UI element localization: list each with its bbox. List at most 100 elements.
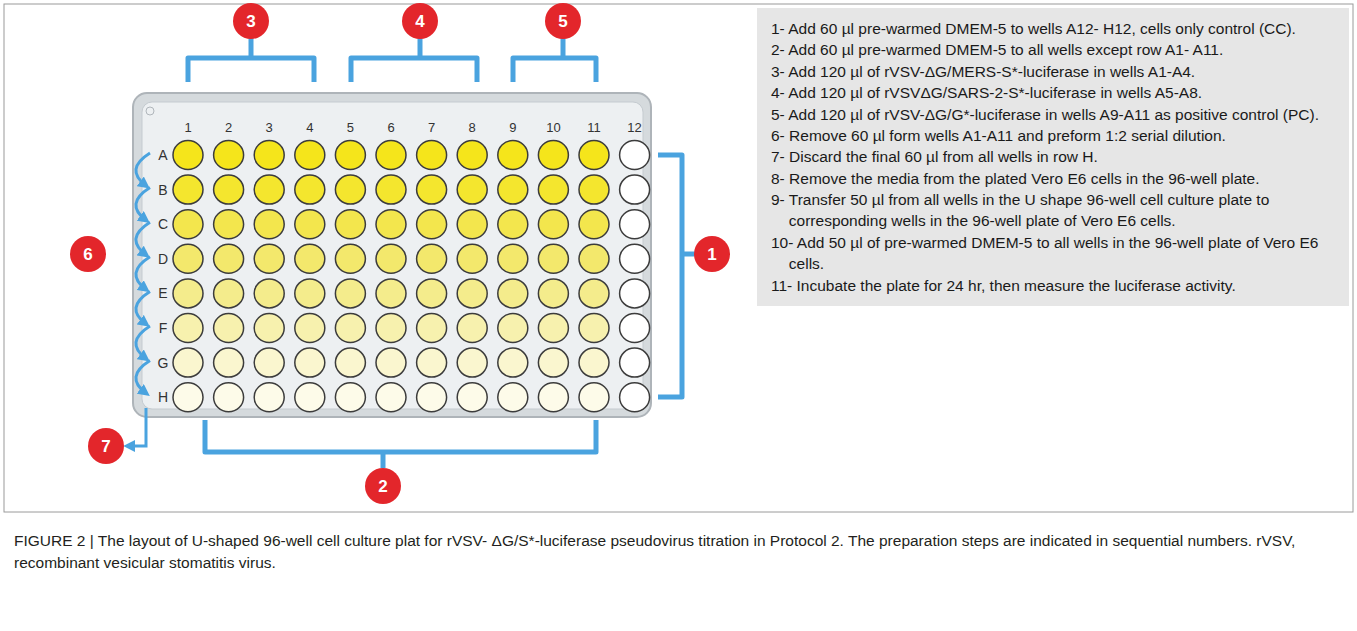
row-letter: F <box>159 320 168 336</box>
well <box>498 383 528 412</box>
callout-text: 5 <box>558 13 567 30</box>
well <box>579 383 609 412</box>
well <box>620 210 650 239</box>
well <box>335 244 365 273</box>
well <box>538 210 568 239</box>
well <box>254 210 284 239</box>
well <box>457 210 487 239</box>
column-number: 5 <box>347 120 354 135</box>
well <box>295 244 325 273</box>
well <box>457 244 487 273</box>
step-text: 3- Add 120 µl of rVSV-ΔG/MERS-S*-lucifer… <box>771 61 1335 82</box>
step-text: 2- Add 60 µl pre-warmed DMEM-5 to all we… <box>771 39 1335 60</box>
well <box>254 141 284 170</box>
well <box>376 141 406 170</box>
well <box>173 141 203 170</box>
well <box>457 314 487 343</box>
callout-text: 1 <box>707 246 716 263</box>
well <box>417 279 447 308</box>
well <box>254 348 284 377</box>
well <box>376 210 406 239</box>
well <box>417 244 447 273</box>
dilution-arrow <box>136 153 150 186</box>
well <box>376 175 406 204</box>
column-number: 8 <box>469 120 476 135</box>
well <box>295 141 325 170</box>
plate-notch <box>146 107 154 115</box>
instruction-box: 1- Add 60 µl pre-warmed DMEM-5 to wells … <box>757 8 1349 306</box>
well <box>620 141 650 170</box>
well <box>173 210 203 239</box>
figure-caption: FIGURE 2 | The layout of U-shaped 96-wel… <box>14 530 1342 575</box>
dilution-arrow <box>136 361 150 394</box>
well <box>295 210 325 239</box>
well <box>214 210 244 239</box>
well <box>335 383 365 412</box>
callout-number: 3 <box>233 3 269 39</box>
well <box>538 383 568 412</box>
well <box>376 314 406 343</box>
column-number: 7 <box>428 120 435 135</box>
dilution-arrow <box>136 257 150 290</box>
dilution-arrow <box>136 291 150 324</box>
well <box>214 175 244 204</box>
well <box>498 244 528 273</box>
callout-number: 7 <box>88 428 124 464</box>
row-letter: E <box>158 285 167 301</box>
well <box>173 175 203 204</box>
callout-text: 2 <box>378 478 387 495</box>
row-letter: A <box>158 147 167 163</box>
bracket-4 <box>351 38 477 82</box>
well <box>579 244 609 273</box>
well <box>214 141 244 170</box>
well <box>457 141 487 170</box>
well <box>538 348 568 377</box>
well <box>498 141 528 170</box>
well <box>538 314 568 343</box>
step-text: 7- Discard the final 60 µl from all well… <box>771 146 1335 167</box>
well <box>457 175 487 204</box>
well <box>173 314 203 343</box>
well <box>538 175 568 204</box>
well <box>295 348 325 377</box>
well <box>579 279 609 308</box>
well <box>457 348 487 377</box>
well <box>579 141 609 170</box>
row-letter: B <box>158 182 167 198</box>
callout-text: 3 <box>246 13 255 30</box>
well <box>417 383 447 412</box>
well <box>417 314 447 343</box>
brackets <box>188 38 700 468</box>
well <box>295 383 325 412</box>
step-text: 10- Add 50 µl of pre-warmed DMEM-5 to al… <box>771 232 1335 275</box>
well <box>376 244 406 273</box>
row-letter: H <box>158 389 168 405</box>
well <box>214 279 244 308</box>
column-number: 9 <box>509 120 516 135</box>
bracket-5 <box>513 38 596 82</box>
well <box>498 279 528 308</box>
well <box>579 210 609 239</box>
callout-number: 5 <box>545 3 581 39</box>
well <box>254 314 284 343</box>
well <box>538 244 568 273</box>
callout-text: 7 <box>101 438 110 455</box>
column-number: 12 <box>627 120 641 135</box>
well <box>295 175 325 204</box>
column-number: 2 <box>225 120 232 135</box>
well <box>498 210 528 239</box>
well <box>173 383 203 412</box>
column-number: 1 <box>184 120 191 135</box>
well <box>376 279 406 308</box>
well <box>335 175 365 204</box>
well <box>214 244 244 273</box>
callout-number: 1 <box>694 236 730 272</box>
well <box>376 348 406 377</box>
well <box>254 244 284 273</box>
bracket-3 <box>188 38 314 82</box>
column-number: 4 <box>306 120 313 135</box>
well <box>254 279 284 308</box>
well <box>417 141 447 170</box>
column-number: 3 <box>266 120 273 135</box>
step-text: 1- Add 60 µl pre-warmed DMEM-5 to wells … <box>771 18 1335 39</box>
